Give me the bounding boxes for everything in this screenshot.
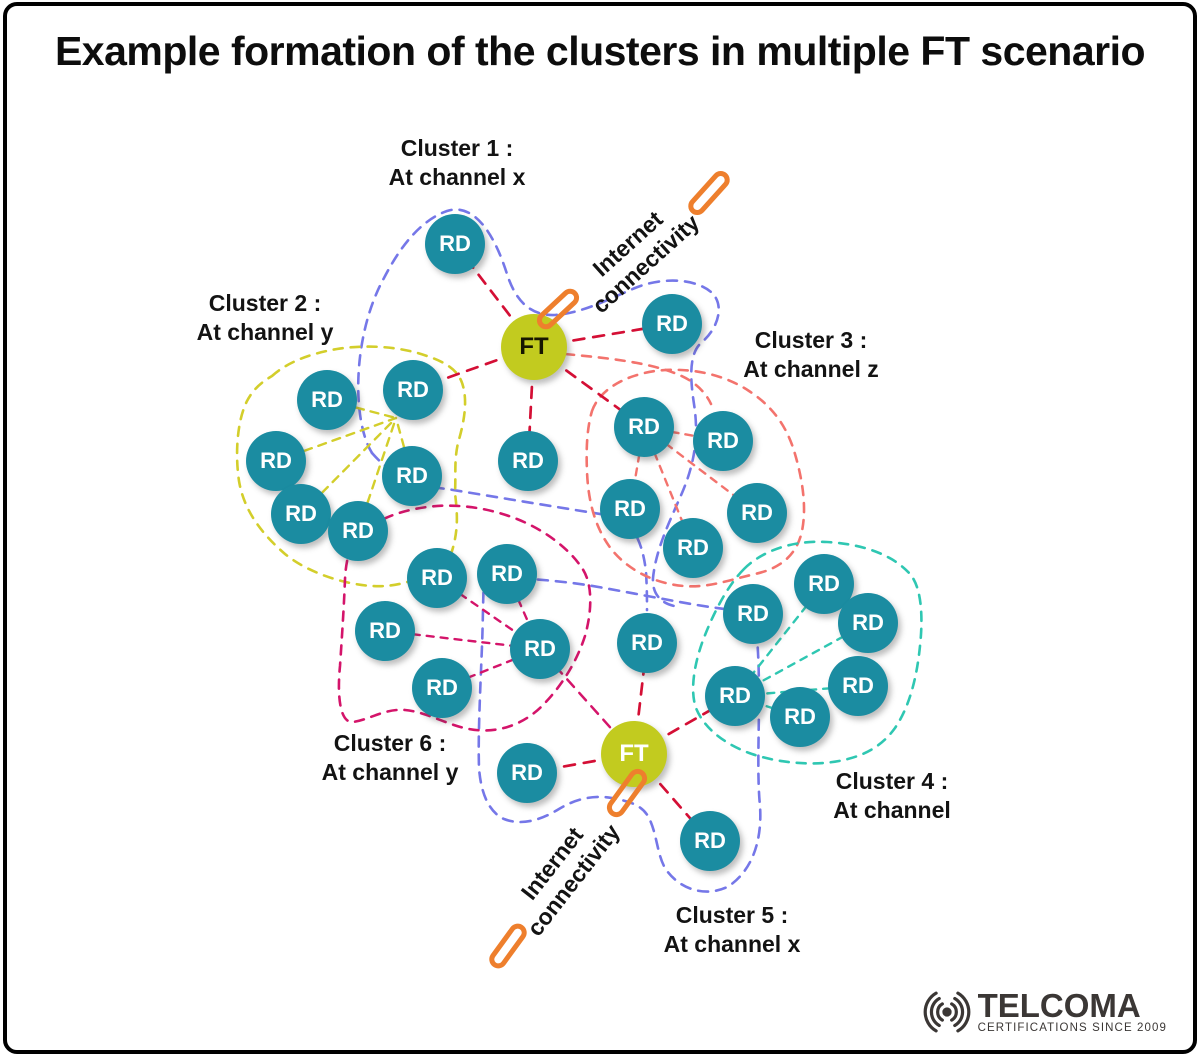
cluster-1-boundary [356,208,720,609]
cluster-5-boundary [477,577,762,893]
logo-brand: TELCOMA [977,986,1141,1024]
internet-connector-icon [688,170,730,216]
cluster-3-spokes [628,425,759,550]
internet-connector-icon [536,288,580,330]
overlay-layer [489,170,730,969]
ft-links [411,242,737,843]
internet-connector-icon [606,768,648,818]
cluster-6-boundary [337,504,592,732]
page-title: Example formation of the clusters in mul… [54,28,1146,74]
cluster-6-spokes [383,572,542,690]
telcoma-logo: TELCOMA CERTIFICATIONS SINCE 2009 [919,986,1167,1034]
logo-tagline: CERTIFICATIONS SINCE 2009 [977,1021,1167,1034]
internet-connector-icon [489,923,527,969]
radio-waves-icon [923,991,970,1033]
cluster-2-spokes [274,398,414,533]
diagram-frame: Example formation of the clusters in mul… [3,2,1197,1054]
cluster-4-boundary [691,540,923,765]
cluster-3-spur [563,352,713,406]
cluster-3-boundary [585,368,806,588]
